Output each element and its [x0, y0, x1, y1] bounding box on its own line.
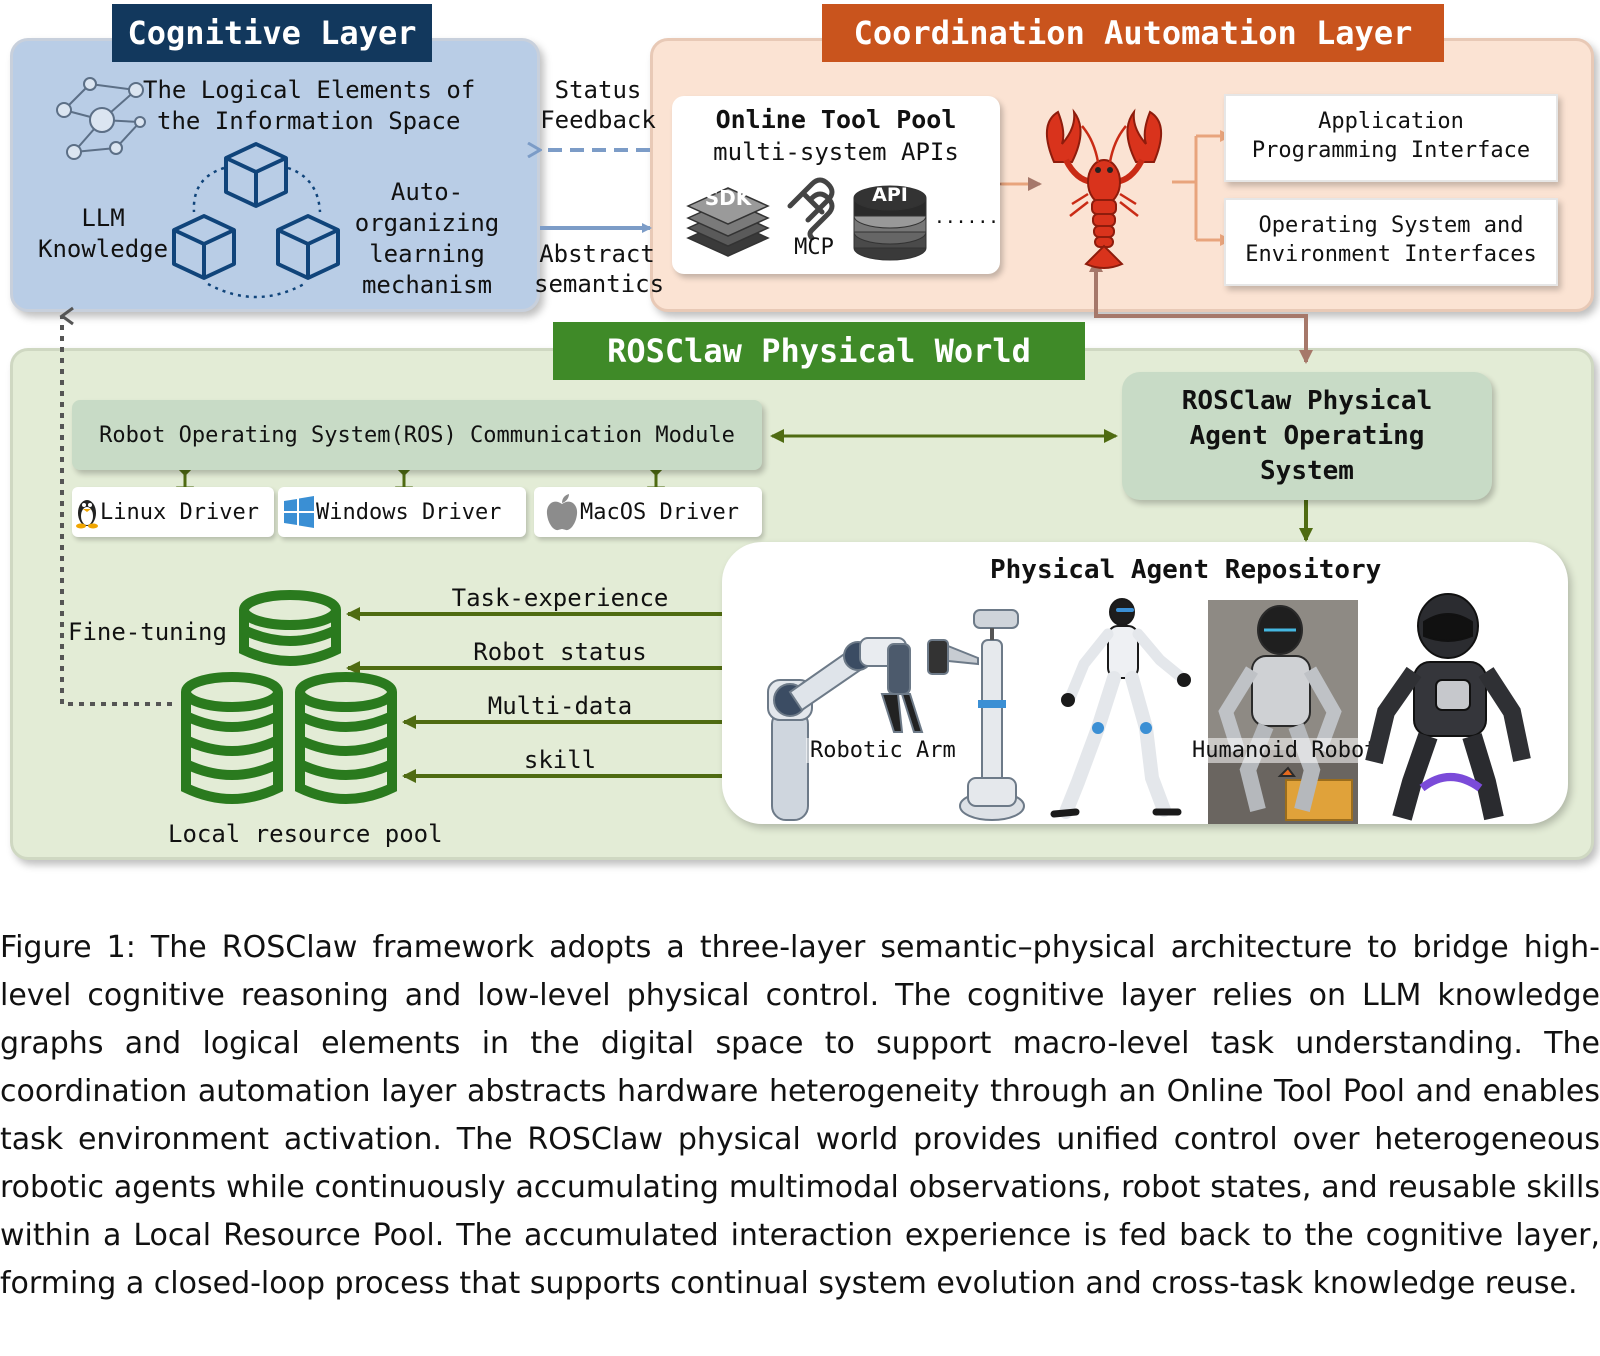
physical-world-title: ROSClaw Physical World — [553, 322, 1085, 380]
sdk-icon — [686, 187, 770, 257]
figure-caption: Figure 1: The ROSClaw framework adopts a… — [0, 930, 1600, 1301]
macos-driver-box: MacOS Driver — [534, 487, 762, 537]
mcp-label: MCP — [794, 235, 834, 260]
agent-os-line2: Agent Operating — [1189, 420, 1425, 451]
fine-tuning-arrow — [59, 306, 172, 706]
status-label-line2: Feedback — [540, 106, 656, 134]
api-interface-line2: Programming Interface — [1251, 138, 1531, 163]
agent-os-line1: ROSClaw Physical — [1181, 385, 1433, 416]
coordination-layer-title: Coordination Automation Layer — [822, 4, 1444, 62]
api-icon — [853, 185, 927, 261]
multi-data-label: Multi-data — [487, 692, 633, 720]
walking-humanoid-image — [1050, 598, 1191, 819]
lobster-agentos-connector — [1094, 270, 1313, 364]
tool-pool-subtitle: multi-system APIs — [713, 138, 959, 166]
robotic-arm-image — [767, 609, 1025, 821]
llm-line1: LLM — [81, 204, 125, 232]
sdk-label: SDK — [704, 186, 752, 210]
apple-icon — [546, 494, 578, 531]
local-resource-pool-label: Local resource pool — [168, 820, 443, 848]
humanoid-robot-label: Humanoid Robot — [1188, 738, 1382, 763]
linux-driver-label: Linux Driver — [100, 499, 259, 525]
agent-os-line3: System — [1260, 455, 1354, 486]
os-interface-box: Operating System and Environment Interfa… — [1224, 198, 1558, 286]
abstract-label-line2: semantics — [534, 270, 665, 298]
lobster-icon — [1046, 108, 1162, 269]
tool-pool-title: Online Tool Pool — [715, 105, 957, 134]
online-tool-pool-box: Online Tool Pool multi-system APIs SDK M… — [672, 96, 1000, 274]
windows-icon — [284, 496, 314, 528]
repository-title: Physical Agent Repository — [990, 555, 1382, 585]
auto-organizing-line1: Auto- — [390, 178, 464, 206]
macos-driver-label: MacOS Driver — [580, 499, 739, 525]
api-label: API — [872, 184, 908, 206]
physical-agent-repository: Physical Agent Repository Robotic Arm — [722, 542, 1568, 824]
knowledge-graph-icon — [56, 77, 146, 160]
ros-communication-module: Robot Operating System(ROS) Communicatio… — [72, 400, 762, 470]
linux-driver-box: Linux Driver — [72, 487, 274, 537]
cubes-icon — [172, 142, 340, 299]
api-interface-line1: Application — [1318, 109, 1464, 134]
skill-label: skill — [523, 746, 597, 774]
seated-humanoid-image — [1208, 600, 1358, 824]
auto-organizing-line3: learning — [369, 240, 485, 268]
api-interface-box: Application Programming Interface — [1224, 94, 1558, 182]
windows-driver-label: Windows Driver — [316, 499, 502, 525]
os-interface-line1: Operating System and — [1258, 213, 1524, 238]
database-icon — [181, 590, 397, 804]
mcp-icon — [787, 177, 835, 240]
agent-operating-system-box: ROSClaw Physical Agent Operating System — [1122, 372, 1492, 500]
dark-humanoid-image — [1365, 593, 1531, 821]
robot-status-label: Robot status — [473, 638, 647, 666]
cognitive-layer-title: Cognitive Layer — [112, 4, 432, 62]
tool-pool-ellipsis: ...... — [934, 207, 1000, 228]
llm-line2: Knowledge — [38, 235, 169, 263]
logical-elements-line2: the Information Space — [157, 107, 461, 135]
windows-driver-box: Windows Driver — [278, 487, 526, 537]
fine-tuning-label: Fine-tuning — [68, 618, 227, 646]
auto-organizing-line4: mechanism — [361, 271, 493, 299]
status-label-line1: Status — [554, 76, 642, 104]
auto-organizing-line2: organizing — [354, 209, 500, 237]
abstract-label-line1: Abstract — [539, 240, 655, 268]
robotic-arm-label: Robotic Arm — [806, 738, 960, 763]
linux-penguin-icon — [76, 500, 98, 529]
os-interface-line2: Environment Interfaces — [1245, 242, 1537, 267]
cognitive-layer-panel — [10, 38, 540, 312]
logical-elements-line1: The Logical Elements of — [143, 76, 476, 104]
lobster-branch-connector — [1172, 134, 1220, 242]
task-experience-label: Task-experience — [451, 584, 669, 612]
